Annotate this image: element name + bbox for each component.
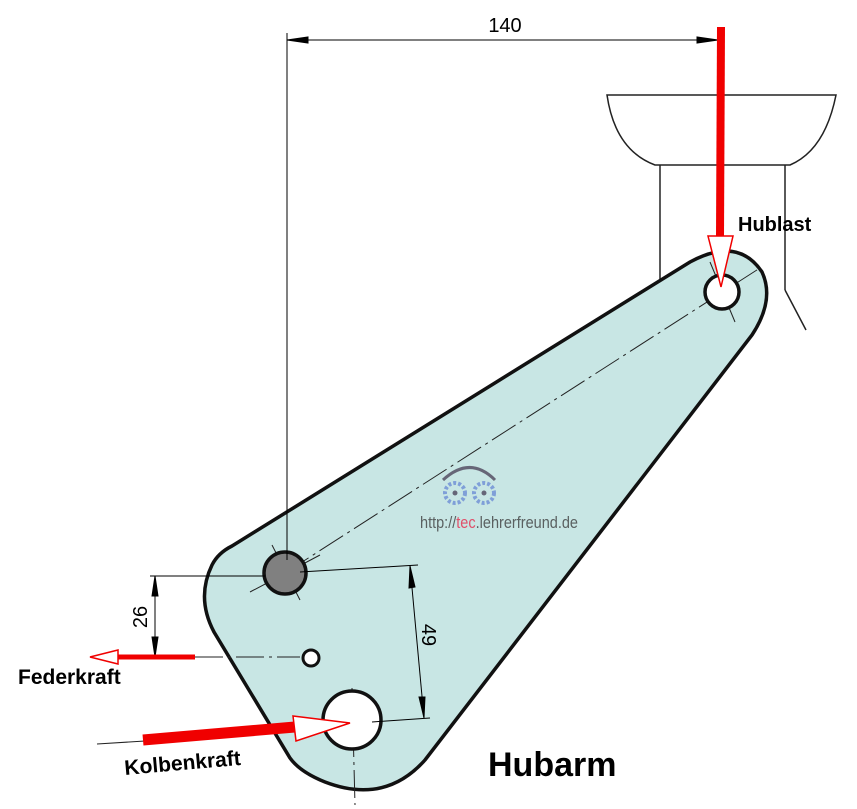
dimension-140-label: 140 xyxy=(488,15,521,37)
watermark-url: http://tec.lehrerfreund.de xyxy=(420,513,578,532)
load-force-arrow xyxy=(707,26,734,288)
lever-arm xyxy=(202,249,769,792)
spring-hole xyxy=(301,648,321,668)
dimension-26-label: 26 xyxy=(130,606,152,628)
spring-force-label: Federkraft xyxy=(18,666,121,689)
load-force-label: Hublast xyxy=(738,214,812,236)
spring-force-arrow xyxy=(89,649,195,665)
dimension-26 xyxy=(150,575,265,658)
dimension-49 xyxy=(299,564,431,723)
pivot-hole xyxy=(262,550,308,596)
diagram-title: Hubarm xyxy=(488,746,616,784)
dimension-49-label: 49 xyxy=(417,624,439,646)
dimension-140 xyxy=(286,33,719,560)
piston-force-label: Kolbenkraft xyxy=(123,747,241,780)
owl-logo-icon xyxy=(441,466,497,505)
piston-force-arrow xyxy=(96,715,351,746)
